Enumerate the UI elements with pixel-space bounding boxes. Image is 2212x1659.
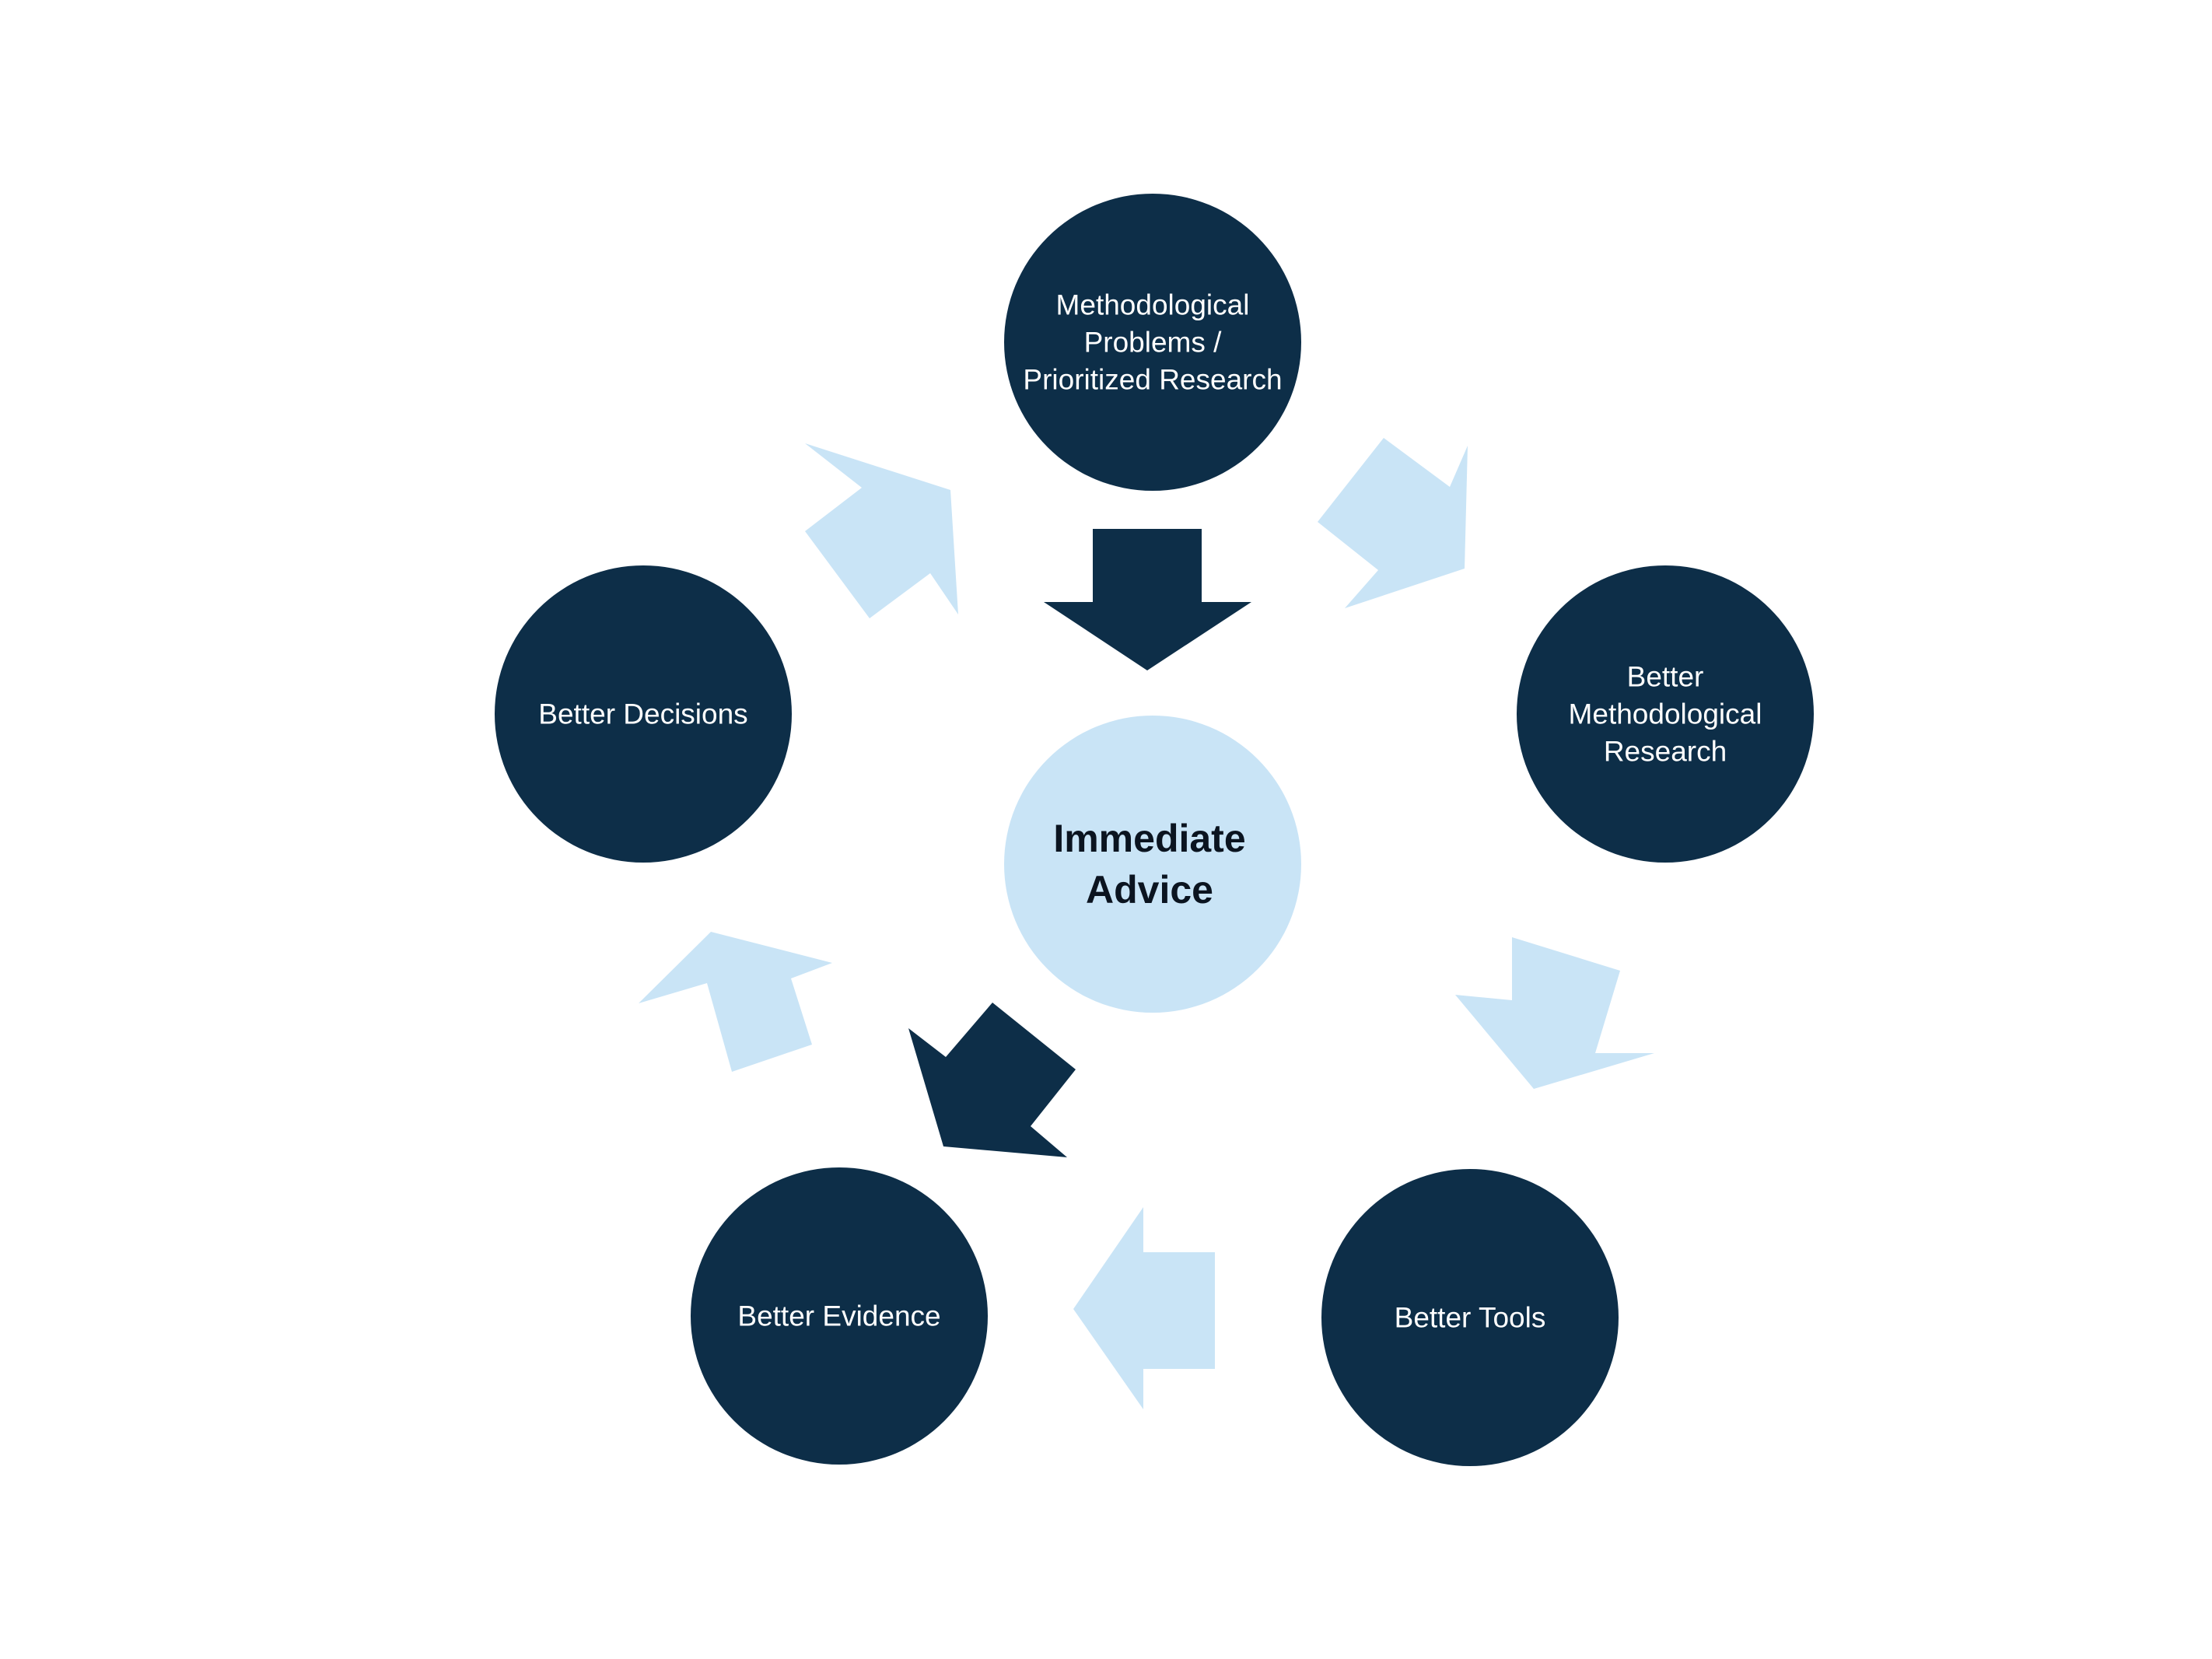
node-better-evidence: [691, 1167, 988, 1465]
node-better-tools-label-line-1: Better Tools: [1395, 1302, 1546, 1334]
node-methodological-problems-label-line-3: Prioritized Research: [1023, 364, 1282, 396]
arrow-out-of-center: [908, 1003, 1076, 1157]
cycle-arrow-4: [639, 932, 832, 1072]
node-methodological-problems-label-line-2: Problems /: [1084, 327, 1223, 359]
cycle-arrow-3: [1073, 1207, 1215, 1409]
node-methodological-problems-label-line-1: Methodological: [1056, 289, 1250, 321]
cycle-arrow-5: [805, 443, 958, 618]
center-node: [1004, 716, 1301, 1013]
node-better-methodological-research-label-line-3: Research: [1604, 736, 1727, 768]
node-better-methodological-research: [1517, 565, 1814, 863]
node-better-decisions-label-line-1: Better Decisions: [538, 698, 747, 730]
arrow-into-center: [1044, 529, 1251, 670]
center-label-line-1: Immediate: [1053, 817, 1245, 860]
node-better-methodological-research-label-line-2: Methodological: [1569, 698, 1762, 730]
node-better-decisions: [495, 565, 792, 863]
node-better-methodological-research-label-line-1: Better: [1627, 661, 1704, 693]
node-better-evidence-label-line-1: Better Evidence: [737, 1300, 940, 1332]
center-label-line-2: Advice: [1086, 868, 1213, 912]
node-better-tools: [1321, 1169, 1619, 1466]
cycle-arrow-2: [1455, 937, 1654, 1089]
cycle-arrow-1: [1318, 438, 1468, 608]
node-methodological-problems: [1004, 194, 1301, 491]
